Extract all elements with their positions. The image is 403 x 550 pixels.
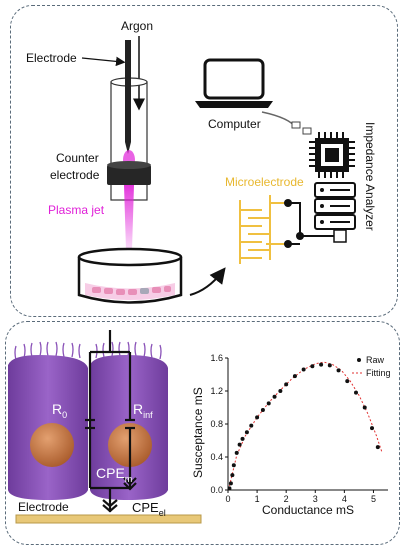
cpem-label: CPEm [96, 465, 132, 484]
y-axis-label: Susceptance mS [191, 387, 205, 478]
impedance-analyzer-label: Impedance Analyzer [363, 122, 377, 231]
x-tick-label: 0 [225, 494, 230, 504]
x-tick-label: 2 [284, 494, 289, 504]
raw-point [310, 364, 315, 369]
cpeel-label: CPEel [132, 500, 166, 518]
laptop-base [195, 101, 273, 108]
raw-point [370, 426, 374, 431]
computer-label: Computer [208, 117, 261, 131]
y-tick-label: 0.0 [210, 485, 223, 495]
raw-point [244, 430, 249, 435]
nucleus-left [30, 423, 74, 467]
counter-label-2: electrode [50, 168, 100, 182]
rinf-label: Rinf [133, 401, 153, 420]
raw-point [237, 442, 242, 447]
plasma-jet [124, 185, 134, 250]
raw-point [354, 390, 358, 395]
electrode-tip [125, 142, 131, 154]
fitting-line [228, 361, 383, 486]
wire-node-2 [296, 232, 304, 240]
raw-point [327, 363, 332, 368]
raw-point [292, 374, 297, 379]
raw-point [230, 473, 235, 478]
counter-label-1: Counter [56, 151, 99, 165]
server-icon [314, 182, 356, 230]
usb-cable [261, 111, 297, 129]
dish-wall [77, 257, 183, 304]
r0-label: R0 [52, 401, 67, 420]
dish-cells [92, 286, 171, 295]
raw-point [228, 481, 233, 486]
raw-point [249, 423, 254, 428]
wire-node-3 [284, 240, 292, 248]
raw-point [227, 486, 232, 491]
x-tick-label: 4 [342, 494, 347, 504]
raw-point [240, 436, 245, 441]
raw-point [284, 382, 289, 387]
raw-point [375, 445, 380, 450]
circuit [85, 330, 137, 513]
microelectrode-label: Microelectrode [225, 175, 304, 189]
counter-electrode-ring [107, 165, 151, 185]
x-tick-label: 1 [255, 494, 260, 504]
dish-rim [77, 247, 183, 267]
y-tick-label: 1.2 [210, 386, 223, 396]
top-panel [10, 5, 398, 317]
x-axis-label: Conductance mS [262, 503, 354, 517]
impedance-chart: 0.0 0.4 0.8 1.2 1.6 0 1 2 3 4 5 Susceptance mS Co… [191, 353, 391, 517]
raw-point [266, 401, 271, 406]
legend-raw-marker [357, 358, 361, 362]
raw-point [260, 407, 265, 412]
raw-point [319, 362, 324, 367]
bottom-panel [5, 321, 400, 545]
legend-fitting: Fitting [366, 368, 391, 378]
curved-arrow [189, 267, 226, 296]
ring-top [107, 161, 151, 169]
electrode-label: Electrode [26, 51, 77, 65]
chip-icon [309, 132, 355, 178]
cilia [14, 341, 162, 361]
raw-point [231, 463, 236, 468]
x-tick-label: 5 [371, 494, 376, 504]
y-tick-label: 0.4 [210, 452, 223, 462]
electrode-pointer [81, 56, 126, 67]
microelectrode-icon [239, 195, 288, 264]
computer-icon [203, 58, 265, 100]
legend-raw: Raw [366, 355, 385, 365]
plasma-jet-label: Plasma jet [48, 203, 105, 217]
electrode-rod [125, 40, 131, 142]
raw-point [336, 368, 341, 373]
x-tick-label: 3 [313, 494, 318, 504]
raw-point [278, 389, 283, 393]
y-tick-label: 0.8 [210, 419, 223, 429]
wire-node-1 [284, 199, 292, 207]
electrode-bottom-label: Electrode [18, 500, 69, 514]
raw-point [272, 394, 277, 399]
raw-point [234, 450, 239, 455]
y-tick-label: 1.6 [210, 353, 223, 363]
raw-point [362, 405, 367, 410]
usb-plug-1 [291, 121, 301, 129]
usb-plug-2 [302, 127, 312, 135]
electrode-plate [15, 514, 202, 524]
raw-point [345, 379, 350, 384]
raw-point [301, 367, 306, 372]
argon-label: Argon [121, 19, 153, 33]
raw-point [255, 415, 260, 420]
analyzer-connector [333, 229, 347, 243]
